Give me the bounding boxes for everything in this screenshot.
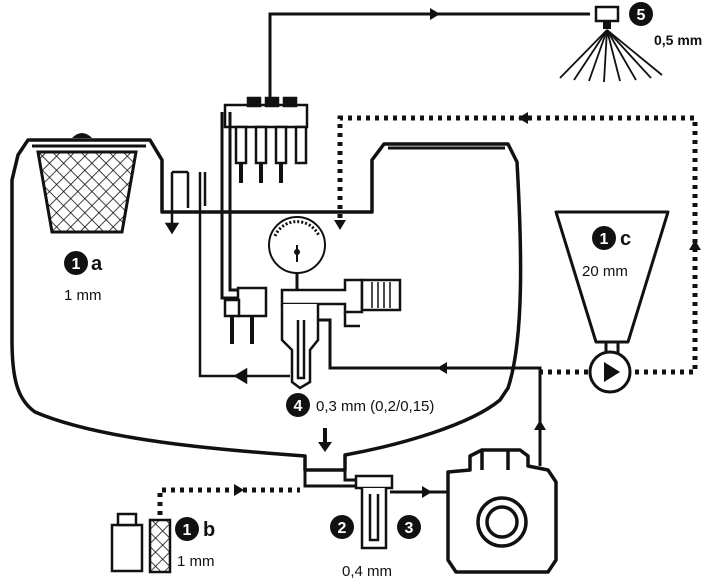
- label-1a-size: 1 mm: [64, 287, 102, 304]
- rinse-line: [160, 490, 300, 515]
- label-1a: 1 a 1 mm: [64, 251, 103, 304]
- inductor-venturi: [590, 352, 630, 392]
- return-valves: [225, 288, 266, 344]
- label-5: 5 0,5 mm: [629, 2, 702, 48]
- label-1b: 1 b 1 mm: [175, 517, 215, 570]
- label-1a-letter: a: [91, 253, 103, 275]
- rinse-container-1b: [112, 514, 170, 572]
- pressure-line: [270, 8, 590, 100]
- label-3: 3: [397, 515, 421, 539]
- label-5-number: 5: [637, 7, 646, 24]
- label-3-number: 3: [405, 520, 414, 537]
- label-1b-letter: b: [203, 519, 215, 541]
- tank-outlet: [318, 428, 332, 452]
- label-5-size: 0,5 mm: [654, 32, 702, 48]
- label-filter-2-3-size: 0,4 mm: [342, 563, 392, 580]
- arrow-return-top: [518, 112, 528, 124]
- arrow-into-tank: [334, 220, 346, 230]
- label-4-number: 4: [294, 398, 303, 415]
- bypass-return-line: [200, 172, 290, 382]
- suction-filter-2-3: [356, 476, 392, 548]
- label-2: 2: [330, 515, 354, 539]
- tank-return-pipe: [167, 172, 188, 232]
- label-1c-number: 1: [600, 231, 609, 248]
- arrow-return-right: [689, 240, 701, 250]
- label-1c-size: 20 mm: [582, 263, 628, 280]
- main-pump: [448, 450, 556, 572]
- label-2-number: 2: [338, 520, 347, 537]
- label-1b-number: 1: [183, 522, 192, 539]
- label-4-size: 0,3 mm (0,2/0,15): [316, 398, 434, 415]
- label-1c-letter: c: [620, 228, 631, 250]
- label-4: 4 0,3 mm (0,2/0,15): [286, 393, 434, 417]
- pressure-gauge: [269, 217, 325, 290]
- arrow-rinse: [234, 484, 244, 496]
- label-1b-size: 1 mm: [177, 553, 215, 570]
- label-1a-number: 1: [72, 256, 81, 273]
- basket-filter-1a: [38, 152, 136, 232]
- lid-cap-left: [72, 133, 92, 138]
- pump-to-valves-line: [318, 320, 546, 466]
- section-valves: [225, 98, 307, 183]
